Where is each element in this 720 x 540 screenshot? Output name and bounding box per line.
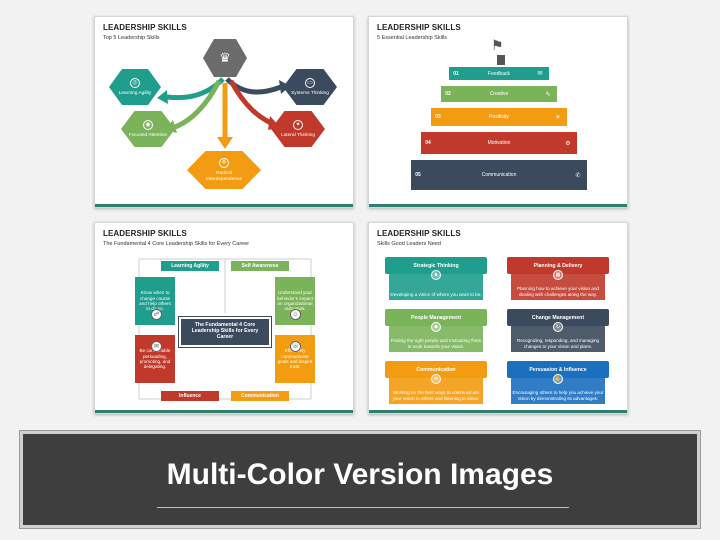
megaphone-icon: ☏: [290, 341, 301, 352]
step-communication: 05 Communication ✆: [411, 160, 587, 190]
card-title: Planning & Delivery: [507, 257, 609, 274]
step-number: 01: [453, 70, 459, 77]
crown-icon: ♛: [219, 50, 231, 65]
feedback-icon: ✉: [537, 71, 543, 77]
ladder-icon: ☍: [151, 309, 162, 320]
chat-icon: ✉: [431, 374, 441, 384]
step-creative: 02 Creative ✎: [441, 86, 557, 102]
card-title: Persuasion & Influence: [507, 361, 609, 378]
tag-self-awareness: Self Awareness: [231, 261, 289, 271]
slide-subtitle: The Fundamental 4 Core Leadership Skills…: [103, 241, 250, 247]
tag-learning-agility: Learning Agility: [161, 261, 219, 271]
card-title: People Management: [385, 309, 487, 326]
card-text: Finding the right people and motivating …: [390, 338, 482, 349]
card-text: Recognizing, responding, and managing ch…: [516, 338, 600, 349]
arrows-diagram: [157, 77, 290, 149]
step-number: 04: [425, 140, 431, 146]
step-feedback: 01 Feedback ✉: [449, 67, 549, 80]
step-label: Creative: [489, 91, 509, 97]
card-change-management: Change Management Recognizing, respondin…: [507, 309, 609, 354]
hex-label: Lateral Thinking: [280, 132, 316, 138]
calendar-icon: ▦: [553, 270, 563, 280]
speech-icon: ✉: [151, 341, 162, 352]
hex-label: Learning Agility: [118, 90, 152, 96]
slide-title: LEADERSHIP SKILLS: [377, 229, 461, 238]
tag-influence: Influence: [161, 391, 219, 401]
slide-5-essential-skills[interactable]: LEADERSHIP SKILLS 5 Essential Leadership…: [368, 16, 628, 208]
slide-skills-good-leaders[interactable]: LEADERSHIP SKILLS Skills Good Leaders Ne…: [368, 222, 628, 414]
monitor-icon: ▭: [305, 77, 315, 88]
lightbulb-icon: ✦: [293, 119, 303, 130]
step-positivity: 03 Positivity ☀: [431, 108, 567, 126]
card-communication: Communication Working on the best ways t…: [385, 361, 487, 406]
card-title: Change Management: [507, 309, 609, 326]
center-text: The Fundamental 4 Core Leadership Skills…: [191, 322, 259, 340]
box-text: Know when to change course and help othe…: [139, 290, 171, 312]
step-label: Feedback: [488, 70, 510, 77]
card-text: Working on the best ways to communicate …: [392, 390, 480, 401]
card-text: Encouraging others to help you achieve y…: [512, 390, 604, 401]
step-label: Motivation: [487, 140, 511, 146]
head-icon: ☺: [290, 309, 301, 320]
slide-top-5-skills[interactable]: LEADERSHIP SKILLS Top 5 Leadership Skill…: [94, 16, 354, 208]
hex-label: Focused Attention: [128, 132, 168, 138]
tag-communication: Communication: [231, 391, 289, 401]
step-number: 05: [415, 172, 421, 178]
refresh-icon: ↻: [553, 322, 563, 332]
step-number: 02: [445, 91, 451, 97]
card-text: Planning how to achieve your vision and …: [517, 286, 599, 297]
gear-icon: ⚙: [565, 140, 571, 147]
slide-subtitle: 5 Essential Leadership Skills: [377, 35, 448, 41]
hex-focused-attention: ◉ Focused Attention: [121, 111, 175, 147]
sun-icon: ☀: [555, 114, 561, 121]
pedestal: [497, 55, 505, 65]
banner-title: Multi-Color Version Images: [166, 458, 554, 491]
chess-icon: ♞: [431, 270, 441, 280]
target-icon: ◉: [143, 119, 153, 130]
slide-title: LEADERSHIP SKILLS: [103, 23, 187, 32]
hex-label: Systems Thinking: [291, 90, 329, 96]
version-banner: Multi-Color Version Images: [19, 430, 701, 529]
network-icon: ✣: [219, 158, 229, 169]
step-label: Communication: [481, 172, 517, 178]
hex-lateral-thinking: ✦ Lateral Thinking: [271, 111, 325, 147]
slide-subtitle: Skills Good Leaders Need: [377, 241, 441, 247]
frame-lines: [138, 258, 312, 400]
center-box: The Fundamental 4 Core Leadership Skills…: [178, 316, 272, 348]
step-label: Positivity: [489, 114, 509, 120]
card-people-management: People Management Finding the right peop…: [385, 309, 487, 354]
box-text: Understand your behavior’s impact on org…: [277, 290, 313, 311]
slide-subtitle: Top 5 Leadership Skills: [103, 35, 160, 41]
hex-label: Radical Interdependence: [205, 171, 242, 182]
card-title: Strategic Thinking: [385, 257, 487, 274]
card-strategic-thinking: Strategic Thinking Developing a vision o…: [385, 257, 487, 302]
chat-icon: ✆: [575, 172, 581, 179]
card-title: Communication: [385, 361, 487, 378]
card-persuasion-influence: Persuasion & Influence Encouraging other…: [507, 361, 609, 406]
card-text: Developing a vision of where you want to…: [390, 291, 482, 297]
people-icon: ☻: [431, 322, 441, 332]
slide-title: LEADERSHIP SKILLS: [103, 229, 187, 238]
handshake-icon: ✋: [553, 374, 563, 384]
person-flag-icon: ⚑: [491, 37, 504, 53]
creative-icon: ✎: [545, 91, 551, 98]
slide-4-core-skills[interactable]: LEADERSHIP SKILLS The Fundamental 4 Core…: [94, 222, 354, 414]
step-motivation: 04 Motivation ⚙: [421, 132, 577, 154]
slide-title: LEADERSHIP SKILLS: [377, 23, 461, 32]
step-number: 03: [435, 114, 441, 120]
brain-icon: ◎: [130, 77, 140, 88]
card-planning-delivery: Planning & Delivery Planning how to achi…: [507, 257, 609, 302]
hex-systems-thinking: ▭ Systems Thinking: [283, 69, 337, 105]
banner-underline: [157, 507, 569, 508]
